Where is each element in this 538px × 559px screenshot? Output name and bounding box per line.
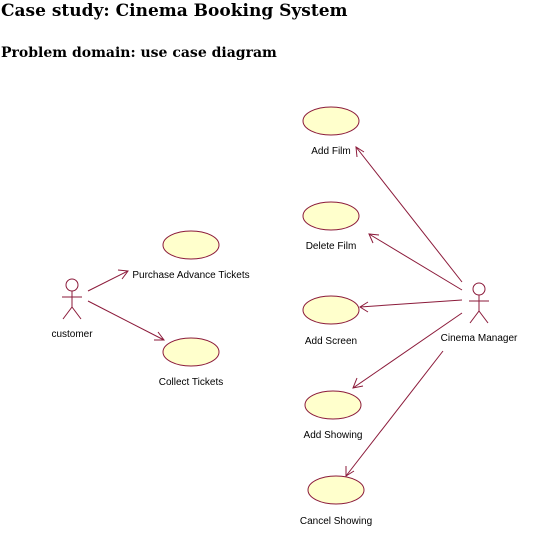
association-manager-add-showing — [352, 312, 463, 389]
actor-customer[interactable]: customer — [51, 278, 93, 340]
page-subtitle: Problem domain: use case diagram — [1, 45, 277, 61]
actor-label: customer — [51, 329, 93, 340]
use-case-label: Add Showing — [304, 430, 363, 441]
association-manager-add-screen — [359, 299, 463, 313]
actor-cinema-manager[interactable]: Cinema Manager — [441, 282, 518, 344]
association-manager-delete-film — [368, 233, 463, 291]
use-case-add-showing[interactable]: Add Showing — [304, 390, 363, 441]
use-case-label: Add Screen — [305, 336, 357, 347]
association-customer-collect — [87, 300, 165, 341]
use-case-collect-tickets[interactable]: Collect Tickets — [159, 337, 223, 388]
associations — [87, 146, 463, 477]
use-case-label: Purchase Advance Tickets — [132, 270, 249, 281]
actor-label: Cinema Manager — [441, 333, 518, 344]
association-customer-purchase — [87, 269, 129, 292]
use-case-label: Add Film — [311, 146, 350, 157]
use-case-add-screen[interactable]: Add Screen — [302, 295, 360, 347]
use-case-delete-film[interactable]: Delete Film — [302, 201, 360, 252]
use-case-cancel-showing[interactable]: Cancel Showing — [300, 475, 372, 527]
page-title: Case study: Cinema Booking System — [1, 1, 348, 21]
use-case-add-film[interactable]: Add Film — [302, 106, 360, 157]
use-case-label: Delete Film — [306, 241, 357, 252]
use-case-label: Collect Tickets — [159, 377, 223, 388]
use-case-label: Cancel Showing — [300, 516, 372, 527]
use-case-purchase-advance-tickets[interactable]: Purchase Advance Tickets — [132, 230, 250, 281]
association-manager-add-film — [355, 146, 463, 283]
association-manager-cancel-showing — [345, 350, 444, 477]
